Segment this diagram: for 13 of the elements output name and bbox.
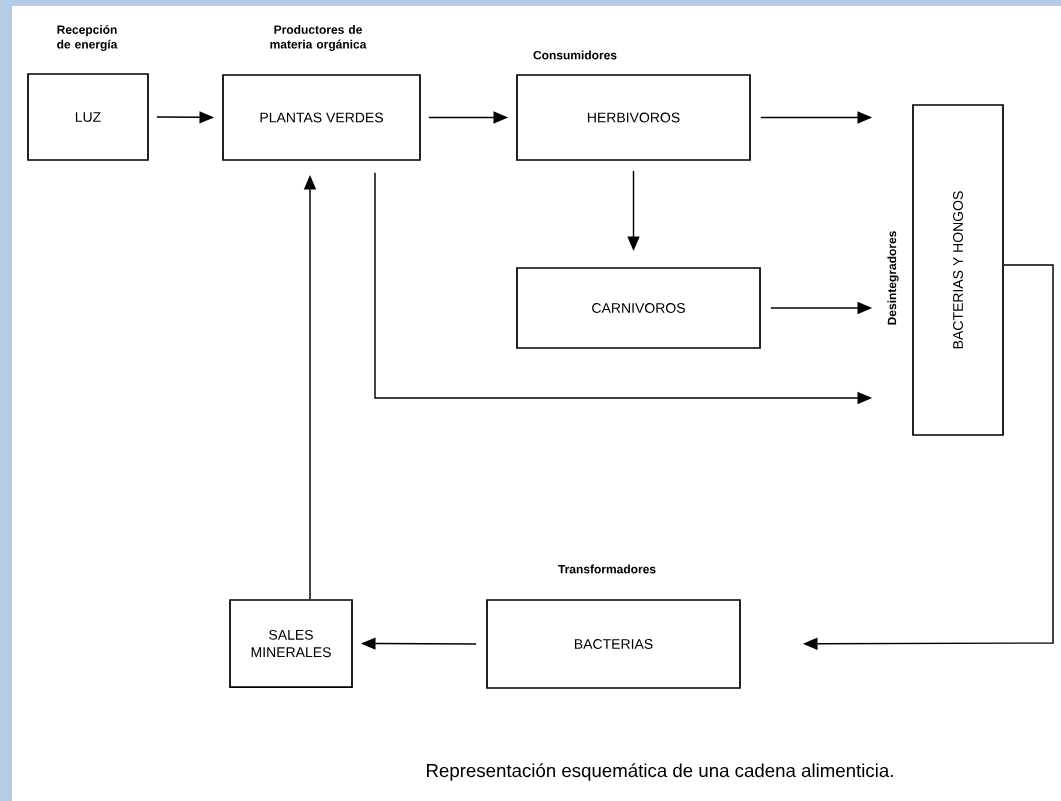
process-box: PLANTAS VERDES bbox=[222, 74, 421, 161]
process-box: LUZ bbox=[27, 73, 149, 161]
process-box: HERBIVOROS bbox=[516, 74, 751, 161]
stage-label: Consumidores bbox=[533, 50, 617, 60]
stage-label: Recepción de energía bbox=[57, 25, 118, 51]
caption: Representación esquemática de una cadena alimenticia. bbox=[427, 763, 893, 781]
stage-label: Transformadores bbox=[558, 564, 656, 574]
stage-label: Desintegradores bbox=[887, 231, 899, 325]
stage-label: Productores de materia orgánica bbox=[270, 25, 367, 51]
process-box: SALES MINERALES bbox=[229, 599, 353, 688]
process-box: BACTERIAS Y HONGOS bbox=[912, 104, 1004, 436]
process-box: BACTERIAS bbox=[486, 599, 741, 689]
process-box: CARNIVOROS bbox=[516, 267, 761, 349]
